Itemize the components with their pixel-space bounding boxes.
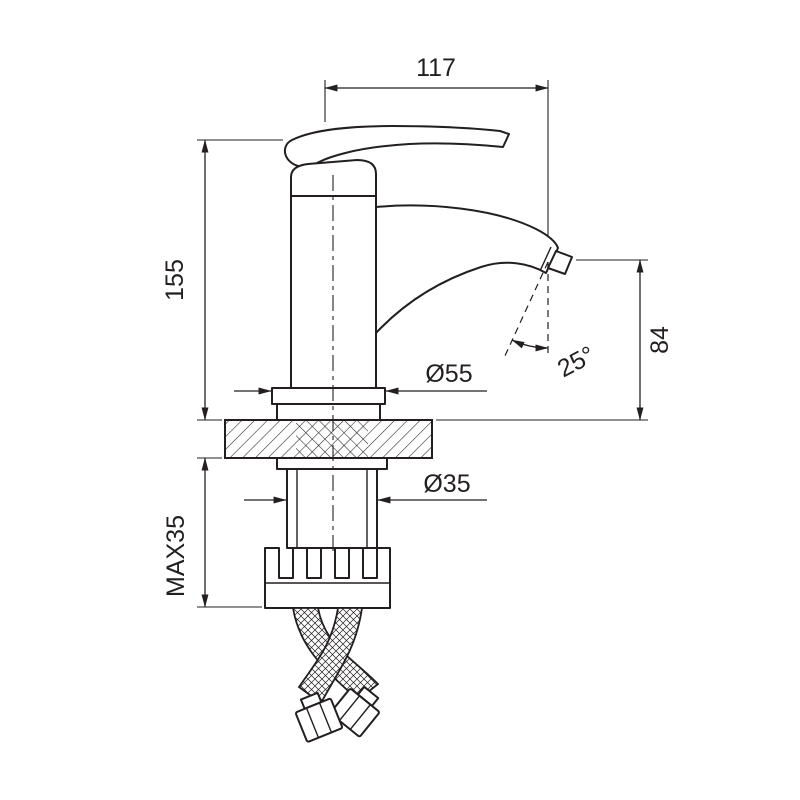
mounting-nut [264, 547, 391, 609]
dim-label-outlet-height: 84 [646, 326, 674, 354]
dimension-spout-reach: 117 [324, 54, 549, 236]
dimension-spray-angle: 25° [503, 261, 600, 383]
washer-plate [276, 457, 388, 470]
mounting-nut-body [264, 547, 391, 609]
dimension-shank-diameter: Ø35 [244, 470, 487, 504]
dim-label-shank-diameter: Ø35 [423, 470, 470, 498]
aerator-tip [547, 250, 573, 275]
dim-label-base-diameter: Ø55 [425, 360, 472, 388]
shank-outline [286, 468, 378, 549]
dimension-base-diameter: Ø55 [234, 360, 487, 395]
countertop-crosshatch [296, 420, 368, 458]
aerator-face-line [539, 246, 552, 272]
dimension-height-above-deck: 155 [161, 139, 283, 421]
faucet-spout [375, 204, 559, 334]
faucet-assembly [224, 125, 573, 743]
countertop-section [224, 419, 433, 459]
dim-label-max-deck-thickness: MAX35 [162, 515, 190, 597]
dim-label-height-above-deck: 155 [161, 259, 189, 301]
base-flange-top [271, 387, 386, 405]
mounting-shank [286, 468, 378, 549]
supply-hoses [291, 607, 380, 743]
dimension-max-deck-thickness: MAX35 [162, 457, 262, 608]
dimension-outlet-height: 84 [436, 259, 674, 421]
hose-end-nut-left [294, 691, 343, 743]
hose-end-nut-right [329, 685, 380, 738]
base-flange-bottom [276, 403, 381, 421]
faucet-handle-lever [283, 125, 510, 168]
dim-label-spray-angle: 25° [553, 341, 600, 383]
dim-label-spout-reach: 117 [416, 54, 456, 82]
